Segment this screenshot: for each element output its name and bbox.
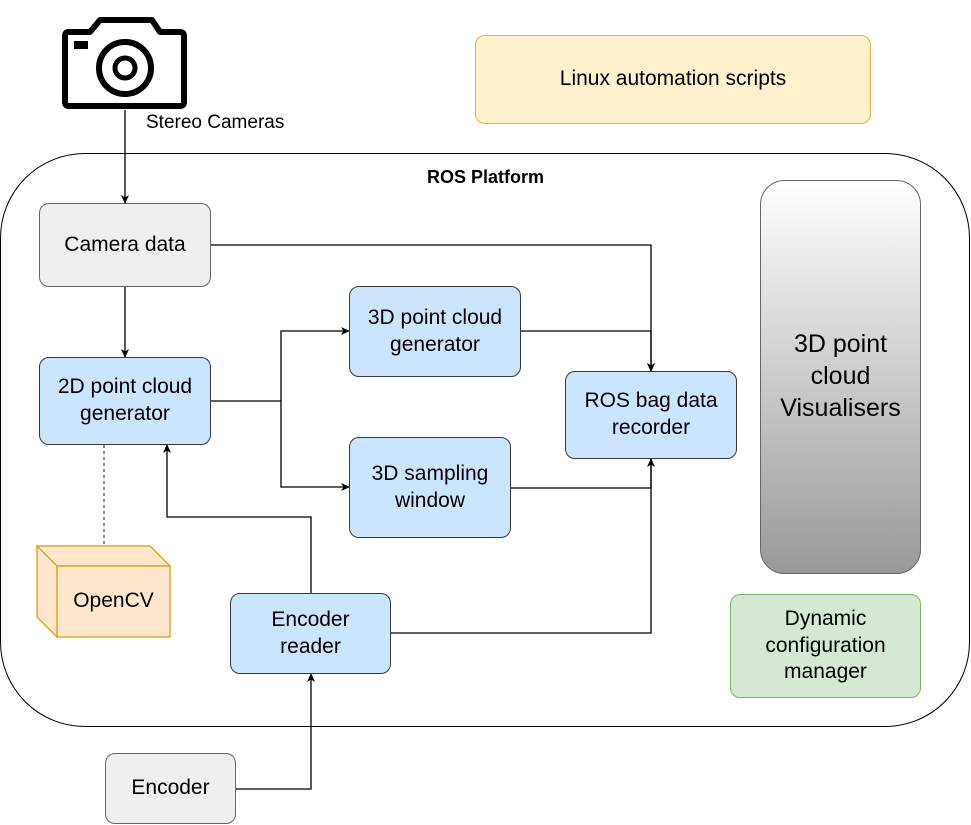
edge-encoder-to-reader: [236, 673, 315, 790]
node-3d-point-cloud-generator: 3D point cloud generator: [349, 286, 521, 377]
node-encoder: Encoder: [105, 753, 236, 824]
ros-platform-title: ROS Platform: [426, 167, 545, 187]
node-opencv: OpenCV: [73, 589, 154, 613]
node-ros-bag-data-recorder: ROS bag data recorder: [565, 371, 737, 459]
edge-encoder-reader-to-2d: [163, 444, 312, 593]
edge-2d-to-sampling: [280, 401, 350, 491]
camera-icon: [62, 17, 187, 109]
node-2d-point-cloud-generator: 2D point cloud generator: [39, 357, 211, 445]
edge-camera-data-to-rosbag: [211, 244, 655, 372]
edge-3d-cloud-to-rosbag: [520, 330, 655, 372]
edge-encoder-reader-to-rosbag: [390, 459, 652, 634]
opencv-cube: [35, 544, 172, 639]
node-dynamic-configuration-manager: Dynamic configuration manager: [730, 594, 921, 698]
node-3d-sampling-window: 3D sampling window: [349, 437, 511, 538]
stereo-cameras-caption: Stereo Cameras: [146, 112, 285, 133]
visualisers-box-bg: [760, 180, 921, 574]
linux-automation-scripts: Linux automation scripts: [475, 35, 871, 124]
edge-2d-to-3d-cloud: [211, 327, 350, 402]
edge-sampling-to-rosbag: [511, 458, 655, 489]
node-3d-point-cloud-visualisers: 3D point cloud Visualisers: [780, 330, 901, 422]
node-encoder-reader: Encoder reader: [230, 593, 391, 674]
node-camera-data: Camera data: [39, 203, 211, 287]
